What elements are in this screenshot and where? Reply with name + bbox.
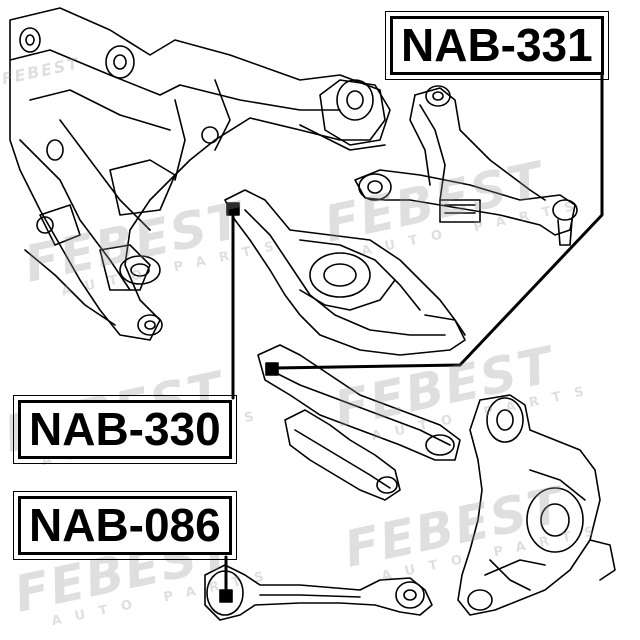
leader-lines	[224, 73, 604, 597]
trailing-links	[257, 344, 461, 501]
part-label-nab-331: NAB-331	[385, 11, 609, 80]
part-label-nab-086: NAB-086	[13, 491, 237, 560]
part-number: NAB-086	[29, 499, 221, 551]
part-label-nab-330: NAB-330	[13, 395, 237, 464]
lower-lateral-link	[204, 564, 433, 621]
part-number: NAB-330	[29, 403, 221, 455]
part-number: NAB-331	[401, 19, 593, 71]
lower-control-arm	[224, 189, 466, 356]
rear-knuckle	[457, 394, 616, 616]
rear-subframe	[9, 7, 391, 341]
upper-control-arm	[354, 85, 578, 246]
